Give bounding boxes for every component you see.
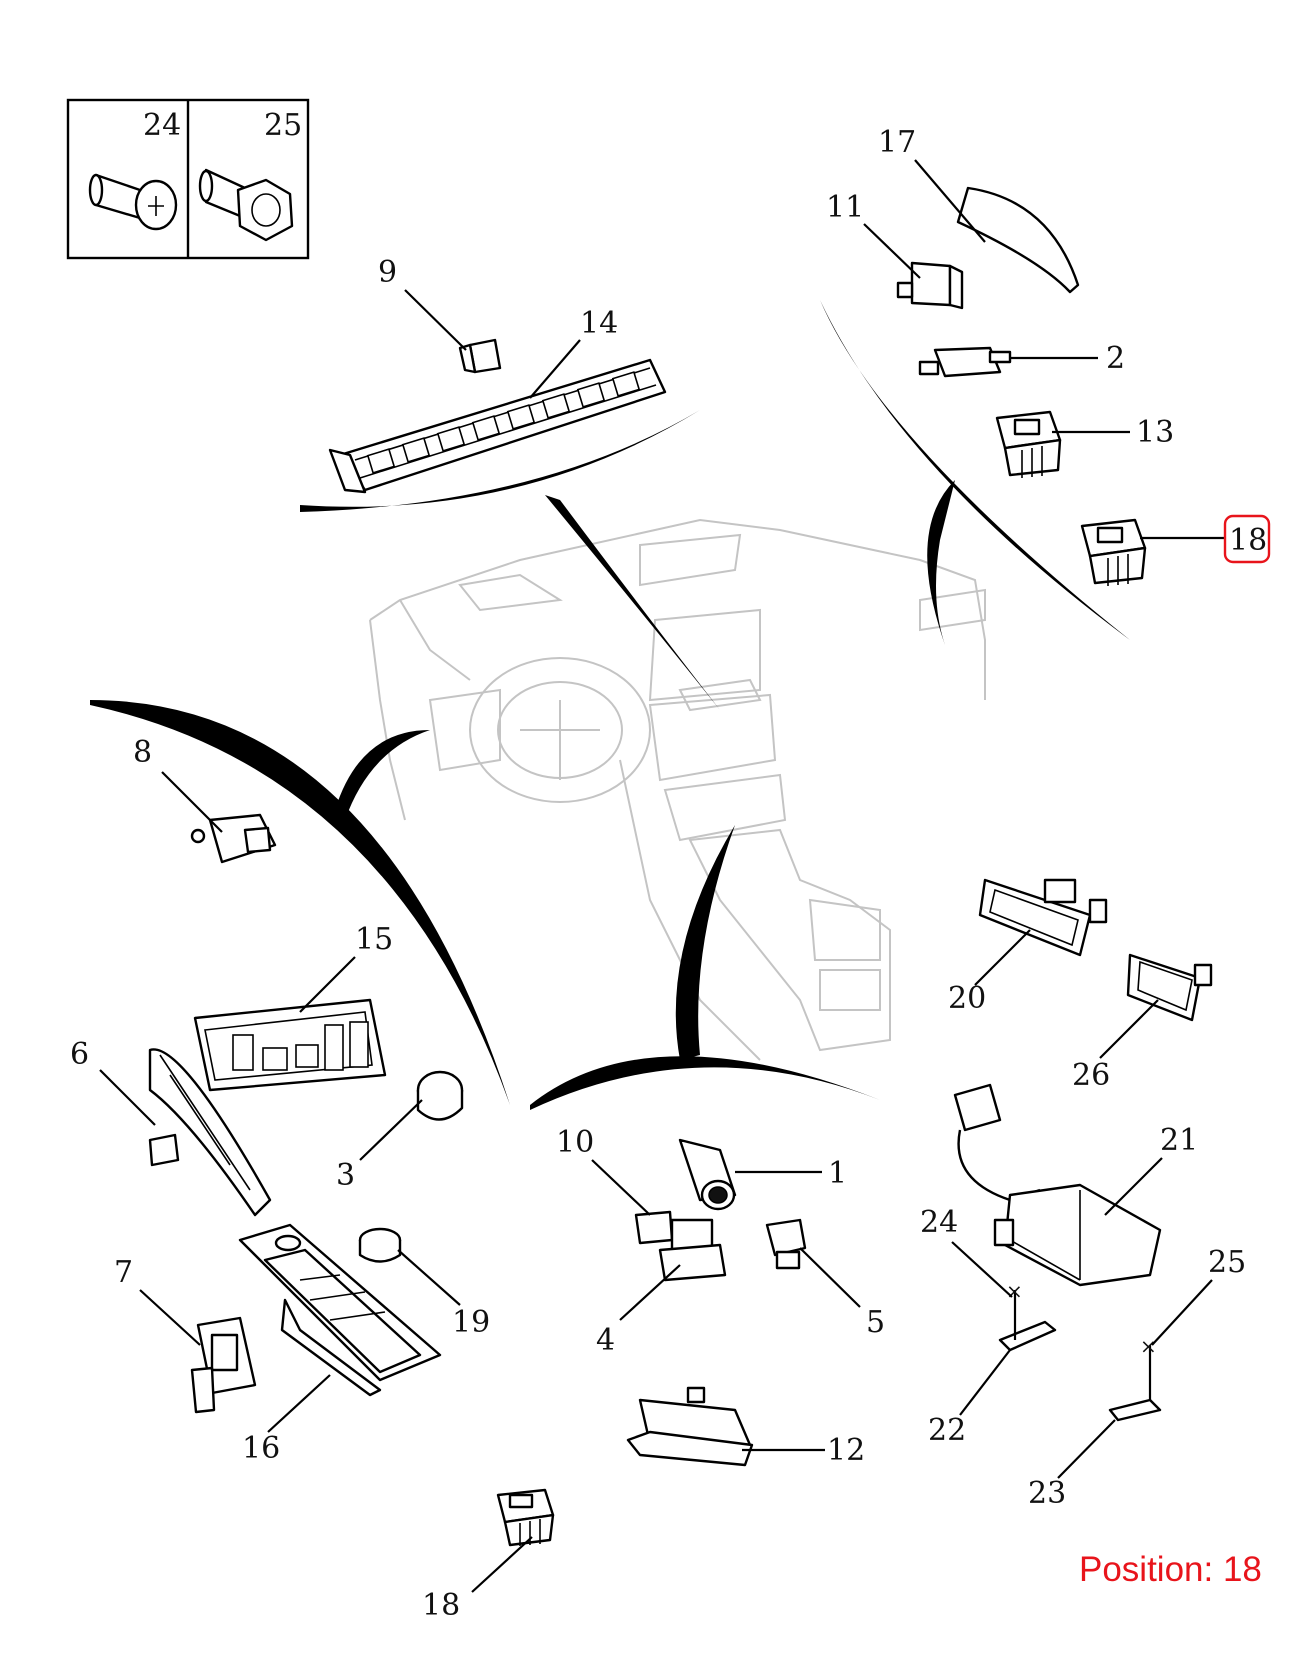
callout-4: 4 <box>596 1323 615 1358</box>
callout-18-lower: 18 <box>422 1588 460 1623</box>
callout-19: 19 <box>452 1305 490 1340</box>
callout-14: 14 <box>580 306 618 341</box>
part-10-relay <box>634 1210 727 1282</box>
callout-15: 15 <box>355 922 393 957</box>
part-11-relay <box>896 261 964 310</box>
callout-22: 22 <box>928 1413 966 1448</box>
screw-24-part <box>88 173 178 231</box>
part-18-switch-upper <box>1080 518 1147 586</box>
part-9-cap <box>458 338 502 374</box>
callout-24-inset: 24 <box>143 108 181 143</box>
bolt-25-part <box>198 168 294 242</box>
svg-text:×: × <box>1006 1279 1023 1303</box>
svg-text:×: × <box>1140 1334 1157 1358</box>
part-8-connector <box>190 813 277 864</box>
part-15-switch-bank <box>193 998 387 1092</box>
group-arcs <box>90 300 1130 1110</box>
part-22-bracket: × <box>998 1279 1057 1352</box>
highlighted-callout-18: 18 <box>1223 514 1271 564</box>
part-7-switch <box>190 1316 257 1414</box>
part-14-switch-panel <box>328 358 667 494</box>
callout-labels: 24 25 17 11 9 14 2 13 18 8 15 6 3 10 1 5… <box>70 108 1271 1623</box>
callout-18-highlighted: 18 <box>1229 523 1267 558</box>
callout-25-inset: 25 <box>264 108 302 143</box>
callout-7: 7 <box>114 1255 133 1290</box>
part-6-trim-switch <box>148 1048 272 1217</box>
part-16-window-switch <box>238 1223 442 1397</box>
callout-8: 8 <box>133 735 152 770</box>
part-26-switch <box>1126 953 1213 1022</box>
position-label: Position: 18 <box>1079 1550 1262 1589</box>
callout-23: 23 <box>1028 1476 1066 1511</box>
dashboard-illustration <box>369 518 986 1061</box>
part-20-switch-assembly <box>978 878 1108 957</box>
fastener-inset-box <box>66 98 310 260</box>
callout-3: 3 <box>336 1158 355 1193</box>
callout-17: 17 <box>878 125 916 160</box>
callout-1: 1 <box>828 1156 847 1191</box>
part-18-switch-lower <box>496 1488 555 1547</box>
callout-16: 16 <box>242 1431 280 1466</box>
callout-13: 13 <box>1136 415 1174 450</box>
callout-2: 2 <box>1106 341 1125 376</box>
part-2-switch <box>918 346 1012 378</box>
part-13-switch <box>995 410 1062 478</box>
part-1-socket <box>678 1138 737 1211</box>
callout-9: 9 <box>378 255 397 290</box>
part-19-cap <box>358 1227 402 1263</box>
callout-11: 11 <box>826 190 864 225</box>
callout-20: 20 <box>948 981 986 1016</box>
callout-26: 26 <box>1072 1058 1110 1093</box>
part-21-control-module <box>953 1083 1162 1287</box>
callout-6: 6 <box>70 1037 89 1072</box>
callout-5: 5 <box>866 1305 885 1340</box>
part-12-lamp <box>626 1386 754 1467</box>
callout-24: 24 <box>920 1205 958 1240</box>
callout-21: 21 <box>1160 1123 1198 1158</box>
leader-lines <box>99 159 1226 1593</box>
part-17-trim-panel <box>956 186 1080 294</box>
panel-14-buttons <box>366 371 641 474</box>
callout-10: 10 <box>556 1125 594 1160</box>
callout-25: 25 <box>1208 1245 1246 1280</box>
part-3-knob <box>416 1070 464 1121</box>
part-5-plug <box>765 1218 807 1270</box>
callout-12: 12 <box>827 1433 865 1468</box>
part-23-bracket: × <box>1108 1334 1162 1422</box>
